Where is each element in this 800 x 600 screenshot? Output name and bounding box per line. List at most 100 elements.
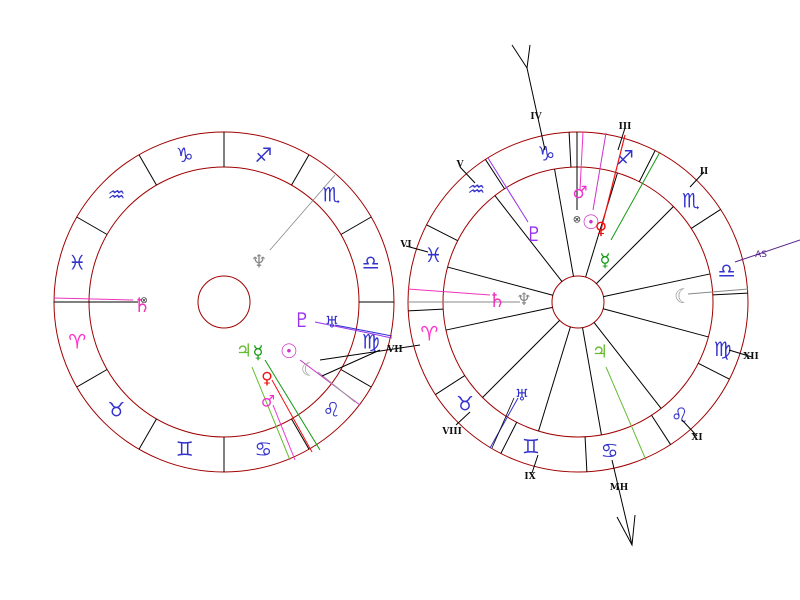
left-sign-pisces-icon: ♓ [68,251,86,275]
right-pluto-icon: ♇ [525,222,543,246]
right-house-cusps [445,168,711,436]
left-pluto-icon: ♇ [293,308,311,332]
left-sign-capricorn-icon: ♑ [176,143,194,167]
left-sign-divider [291,418,310,450]
right-house-cusp [602,308,709,338]
right-center-ring [551,275,605,329]
left-sign-divider [138,154,157,186]
left-sign-libra-icon: ♎ [362,251,380,275]
right-house-label-vi: VI [399,240,411,250]
left-saturn-line [53,297,134,301]
left-mercury-icon: ☿ [252,343,263,364]
left-part-of-fortune-icon: ⊗ [140,296,148,306]
right-sign-divider [500,422,518,454]
mc-axis-line [611,459,633,546]
right-sign-dividers [408,132,748,472]
left-sign-dividers [54,132,394,472]
right-house-cusp [596,206,674,284]
right-sign-pisces-icon: ♓ [424,243,442,267]
left-mercury-line [264,359,321,451]
right-house-cusp [482,320,560,398]
right-sign-aries-icon: ♈ [420,322,438,346]
left-sign-divider [291,154,310,186]
right-house-label-ix: IX [524,472,535,482]
right-house-cusp [554,168,574,277]
right-sign-divider [690,208,721,229]
right-sign-taurus-icon: ♉ [456,392,474,416]
right-uranus-icon: ♅ [515,386,529,405]
right-sign-virgo-icon: ♍ [714,337,732,361]
right-iii-tick [617,127,626,151]
left-sign-divider [340,216,372,235]
right-sign-aquarius-icon: ♒ [467,177,485,201]
right-house-cusp [582,327,602,436]
left-neptune-line [269,174,336,251]
left-sun-icon: ☉ [280,339,298,363]
right-sun-line [592,132,607,211]
ic-axis-line [526,67,546,151]
right-mars-line [579,131,584,191]
right-sign-glyphs: ♈♉♊♋♌♍♎♏♐♑♒♓ [420,141,735,462]
right-sign-libra-icon: ♎ [718,258,736,282]
right-saturn-icon: ♄ [488,288,506,312]
right-jupiter-icon: ♃ [592,342,608,363]
left-venus-line [271,379,313,453]
left-center-ring [197,275,251,329]
right-sign-divider [408,308,444,312]
right-sign-divider [712,292,748,296]
right-uranus-line [489,397,519,449]
left-sign-aquarius-icon: ♒ [108,183,126,207]
right-sign-divider [426,224,458,242]
right-sign-cancer-icon: ♋ [601,439,619,463]
left-sign-sagittarius-icon: ♐ [254,143,272,167]
right-v-tick [459,166,476,184]
ascendant-label: AS [755,250,767,260]
right-sign-leo-icon: ♌ [671,403,689,427]
left-sign-divider [76,216,108,235]
right-house-cusp [603,273,711,298]
left-moon-icon: ☾ [301,360,317,381]
left-pluto-line [314,321,393,339]
right-house-label-v: V [456,160,465,170]
right-house-cusp [494,195,563,282]
left-vii-line [319,344,421,361]
right-sign-divider [638,150,656,182]
right-xii-tick [728,349,753,358]
right-house-label-iv: IV [530,112,542,122]
right-ix-tick [531,454,539,474]
right-sign-scorpio-icon: ♏ [682,188,700,212]
left-saturn-icon: ♄ [133,293,151,317]
right-house-label-xii: XII [743,352,758,362]
ic-axis-arrow [511,44,531,70]
right-uranus-line-2 [491,397,515,449]
right-house-label-xi: XI [691,433,702,443]
left-sign-cancer-icon: ♋ [254,437,272,461]
left-wheel: ♈♉♊♋♌♍♎♏♐♑♒♓ ♆ ♄ ⊗ ♇ ♅ ☉ ☾ ♃ ☿ ♀ ♂ VII [53,131,421,473]
left-uranus-line [334,324,393,337]
right-house-cusp [447,266,554,296]
right-mercury-icon: ☿ [599,251,610,272]
left-jupiter-icon: ♃ [236,341,252,362]
left-mars-line [272,404,296,461]
right-moon-icon: ☾ [674,284,692,308]
right-sign-divider [584,436,588,472]
right-sign-gemini-icon: ♊ [522,435,540,459]
right-xi-tick [681,419,698,437]
right-sign-divider [651,414,672,445]
right-ii-tick [689,171,705,188]
left-sign-virgo-icon: ♍ [362,329,380,353]
right-mercury-line [610,151,661,241]
right-house-label-viii: VIII [441,427,462,437]
right-house-cusp [585,172,618,278]
left-sign-divider [76,369,108,388]
left-sign-divider [340,369,372,388]
midheaven-label: MH [610,483,629,493]
right-part-of-fortune-icon: ⊗ [573,215,581,226]
right-house-label-ii: II [700,167,708,177]
right-sign-capricorn-icon: ♑ [537,141,555,165]
left-moon-line [317,371,356,403]
left-sign-glyphs: ♈♉♊♋♌♍♎♏♐♑♒♓ [68,143,380,461]
right-moon-line [687,288,749,295]
right-venus-line [600,134,626,231]
